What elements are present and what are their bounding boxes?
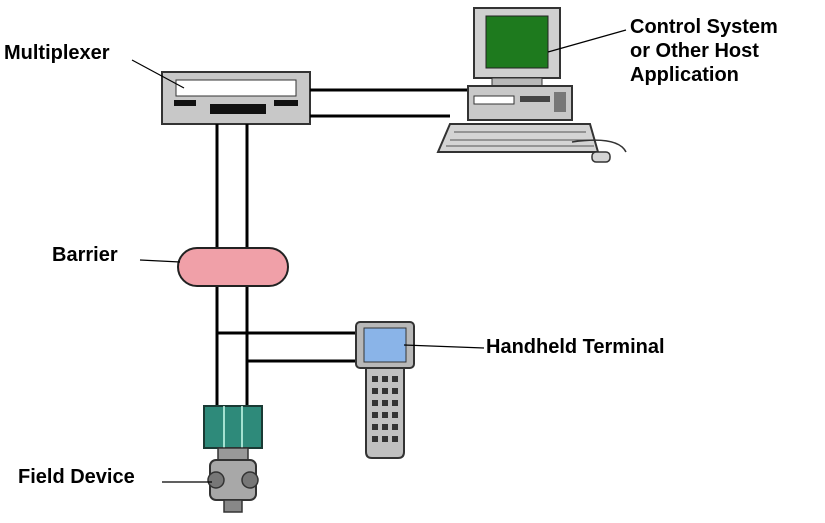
field-device [203, 405, 263, 513]
control-system-label-line-1: Control System [630, 16, 778, 38]
barrier-device [177, 247, 289, 287]
handheld-terminal-device [355, 321, 415, 459]
barrier-leader [139, 259, 181, 263]
multiplexer-device [161, 71, 311, 125]
host-computer [436, 7, 627, 163]
multiplexer-leader [131, 59, 185, 89]
control-system-label-line-3: Application [630, 64, 739, 86]
handheld-leader [403, 344, 485, 349]
barrier-label: Barrier [52, 244, 118, 266]
multiplexer-label: Multiplexer [4, 42, 110, 64]
field-device-label: Field Device [18, 466, 135, 488]
handheld-terminal-label: Handheld Terminal [486, 336, 665, 358]
control-system-label-line-2: or Other Host [630, 40, 759, 62]
control-system-leader [547, 29, 627, 53]
